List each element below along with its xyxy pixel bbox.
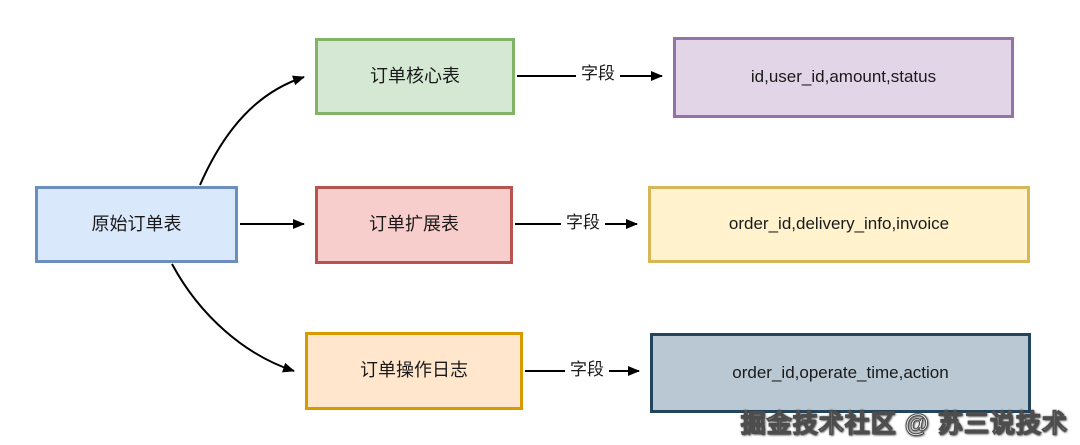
- edge-label-ext-fields: 字段: [561, 211, 605, 235]
- node-order-operation-log: 订单操作日志: [305, 332, 523, 410]
- edge-source-to-core: [199, 75, 305, 186]
- node-order-log-fields: order_id,operate_time,action: [650, 333, 1031, 413]
- node-order-core-fields: id,user_id,amount,status: [673, 37, 1014, 118]
- node-order-extension-table: 订单扩展表: [315, 186, 513, 264]
- node-order-core-table: 订单核心表: [315, 38, 515, 115]
- edge-source-to-log: [171, 263, 295, 373]
- node-original-order-table: 原始订单表: [35, 186, 238, 263]
- node-order-extension-fields: order_id,delivery_info,invoice: [648, 186, 1030, 263]
- watermark-text: 掘金技术社区 @ 苏三说技术: [740, 410, 1068, 439]
- edge-label-log-fields: 字段: [565, 358, 609, 382]
- edge-label-core-fields: 字段: [576, 62, 620, 86]
